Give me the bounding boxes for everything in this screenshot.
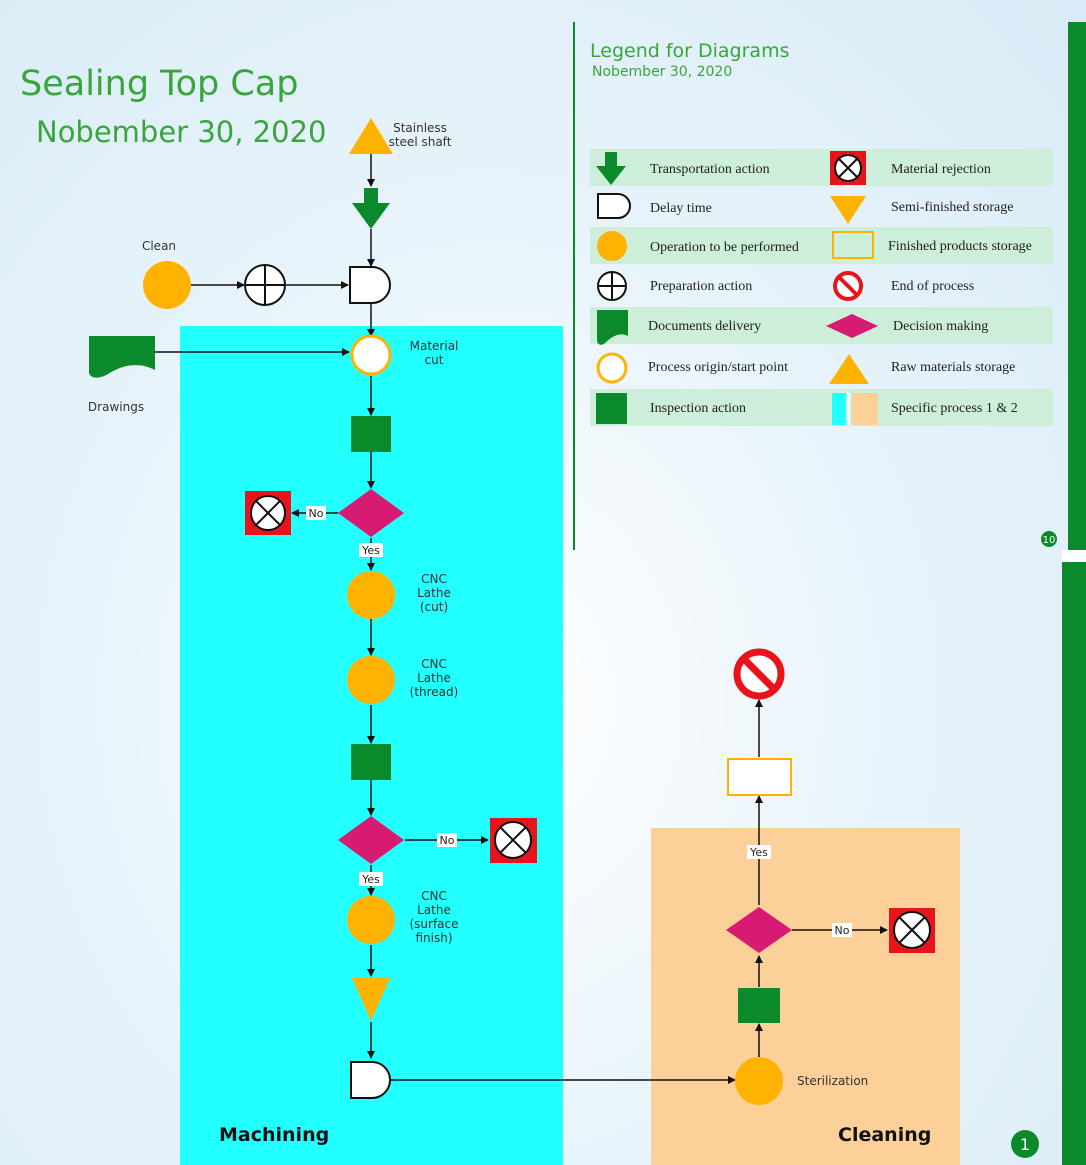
- end-of-process-node: [733, 648, 785, 700]
- diagram-date: Nobember 30, 2020: [36, 115, 327, 149]
- triangle-up-icon: [829, 354, 869, 384]
- semi-finished-storage-node: [352, 978, 390, 1021]
- legend-row: [590, 227, 1053, 264]
- decision-node-3: [726, 907, 792, 953]
- legend-row: [590, 149, 1053, 186]
- finished-box-icon: [832, 231, 874, 259]
- legend-label-transport: Transportation action: [650, 162, 770, 177]
- raw-material-storage-node: [349, 118, 393, 154]
- legend-label-preparation: Preparation action: [650, 279, 752, 294]
- legend-label-end: End of process: [891, 279, 974, 294]
- document-icon: [597, 310, 628, 345]
- edge-label-no-3: No: [832, 923, 852, 937]
- legend-label-raw: Raw materials storage: [891, 360, 1015, 375]
- cnc-thread-node: [347, 656, 395, 704]
- delay-node: [349, 266, 391, 304]
- clean-operation-node: [143, 261, 191, 309]
- decision-node-2: [338, 816, 404, 864]
- cleaning-area: [651, 828, 960, 1165]
- decision-node-1: [338, 489, 404, 537]
- inspection-node-2: [351, 744, 391, 780]
- svg-text:No: No: [835, 924, 850, 937]
- legend-row: [590, 389, 1053, 426]
- legend-label-inspection: Inspection action: [650, 401, 746, 416]
- cnc-cut-node: [347, 571, 395, 619]
- edge-label-yes-3: Yes: [747, 845, 771, 859]
- sterilization-node: [735, 1057, 783, 1105]
- rejection-node-1: [245, 491, 291, 535]
- svg-text:Yes: Yes: [361, 873, 380, 886]
- label-sterilization: Sterilization: [797, 1074, 868, 1088]
- rejection-icon: [830, 151, 866, 185]
- material-cut-start-node: [350, 334, 392, 376]
- legend-label-finished: Finished products storage: [888, 239, 1032, 254]
- legend-page-badge: [1041, 531, 1057, 547]
- area-label-cleaning: Cleaning: [838, 1124, 931, 1146]
- inspection-node-3: [738, 988, 780, 1023]
- svg-text:No: No: [440, 834, 455, 847]
- legend-label-rejection: Material rejection: [891, 162, 991, 177]
- inspection-node-1: [351, 416, 391, 452]
- legend-label-delay: Delay time: [650, 201, 712, 216]
- legend-date: Nobember 30, 2020: [592, 64, 733, 80]
- rejection-node-3: [889, 908, 935, 953]
- edge-label-yes-1: Yes: [359, 543, 383, 557]
- label-clean: Clean: [142, 239, 176, 253]
- edge-label-no-1: No: [306, 506, 326, 520]
- svg-text:No: No: [309, 507, 324, 520]
- legend-row: [590, 307, 1053, 344]
- legend-label-documents: Documents delivery: [648, 319, 761, 334]
- process-areas-icon: [832, 393, 878, 425]
- diamond-icon: [826, 314, 878, 338]
- rejection-node-2: [490, 818, 537, 863]
- end-process-icon: [833, 271, 863, 301]
- svg-text:Yes: Yes: [361, 544, 380, 557]
- legend-page-badge-number: 10: [1043, 535, 1056, 546]
- legend-label-semifinished: Semi-finished storage: [891, 200, 1013, 215]
- legend-label-operation: Operation to be performed: [650, 240, 799, 255]
- delay-icon: [597, 193, 631, 219]
- drawings-document-node: [89, 336, 155, 378]
- transport-arrow-node: [352, 188, 390, 229]
- cnc-surface-node: [347, 896, 395, 944]
- edge-label-no-2: No: [437, 833, 457, 847]
- page-edge-bar: [1068, 22, 1086, 550]
- preparation-icon: [597, 271, 627, 301]
- label-drawings: Drawings: [88, 400, 144, 414]
- page-badge-number: 1: [1020, 1135, 1030, 1154]
- legend-title: Legend for Diagrams: [590, 40, 790, 62]
- area-label-machining: Machining: [219, 1124, 329, 1146]
- diagram-title: Sealing Top Cap: [20, 64, 299, 104]
- legend-label-start: Process origin/start point: [648, 360, 788, 375]
- legend-label-process-areas: Specific process 1 & 2: [891, 401, 1018, 416]
- start-circle-icon: [596, 352, 628, 384]
- legend-table: Transportation action Delay time Operati…: [590, 149, 1057, 547]
- triangle-down-icon: [830, 196, 866, 224]
- operation-circle-icon: [597, 231, 627, 261]
- legend-label-decision: Decision making: [893, 319, 988, 334]
- page-edge-bar: [1062, 550, 1086, 562]
- arrow-down-icon: [596, 152, 626, 185]
- finished-storage-node: [727, 758, 792, 796]
- delay-node-2: [350, 1061, 391, 1099]
- page-edge-bar: [1062, 562, 1086, 1165]
- page-badge: [1011, 1130, 1039, 1158]
- edge-label-yes-2: Yes: [359, 872, 383, 886]
- preparation-node: [244, 264, 286, 306]
- inspection-square-icon: [596, 393, 627, 424]
- svg-text:Yes: Yes: [749, 846, 768, 859]
